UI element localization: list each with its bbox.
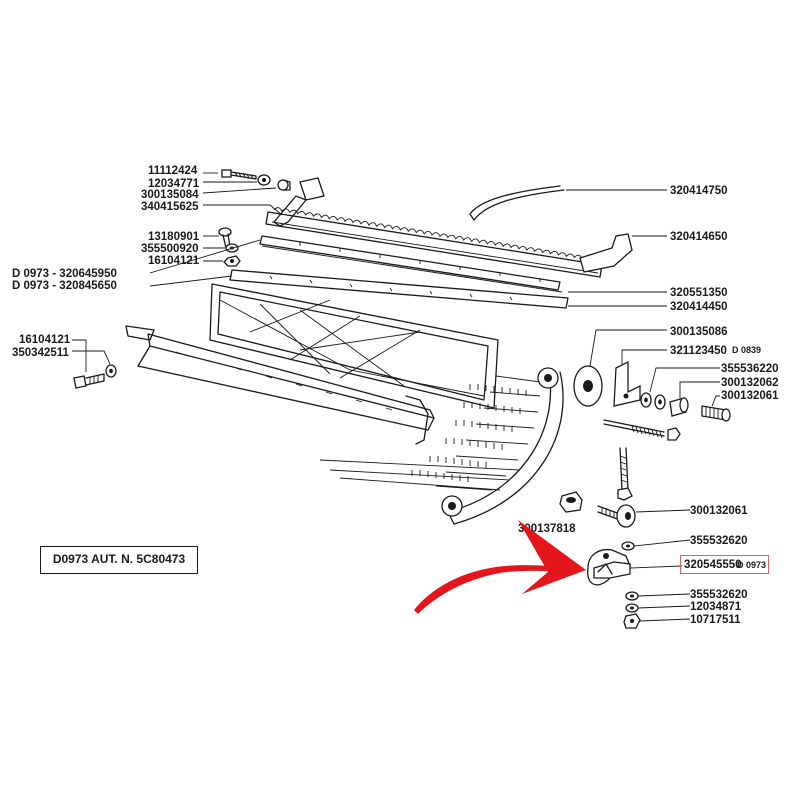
threaded-rod bbox=[603, 419, 681, 441]
bushing-300132062 bbox=[669, 397, 689, 417]
label-320551350: 320551350 bbox=[670, 287, 728, 299]
bar-320551350 bbox=[261, 245, 563, 293]
label-320545550-code: D 0973 bbox=[737, 560, 766, 570]
leader-lines bbox=[72, 172, 720, 622]
nut-16104121-top bbox=[223, 255, 241, 267]
nut-16104121-left bbox=[105, 364, 117, 378]
label-12034871: 12034871 bbox=[690, 601, 742, 613]
washer-355532620-bottom bbox=[625, 591, 639, 601]
label-16104121-top: 16104121 bbox=[148, 255, 200, 267]
bolt-300132061-top bbox=[701, 405, 731, 422]
label-350342511: 350342511 bbox=[12, 347, 70, 359]
disc-300135086 bbox=[573, 365, 603, 407]
label-321123450: 321123450 bbox=[670, 345, 727, 357]
label-320414650: 320414650 bbox=[670, 231, 728, 243]
bolt-11112424 bbox=[221, 169, 257, 180]
label-300132061-bottom: 300132061 bbox=[690, 505, 748, 517]
strip-320645950 bbox=[259, 235, 561, 291]
bracket-320414650 bbox=[579, 233, 633, 273]
concave-screen bbox=[319, 367, 564, 525]
label-320414750: 320414750 bbox=[670, 185, 728, 197]
label-320545550: 320545550 bbox=[684, 559, 742, 571]
side-angle-bar bbox=[125, 325, 435, 445]
label-300135086: 300135086 bbox=[670, 326, 728, 338]
label-320414450: 320414450 bbox=[670, 301, 728, 313]
wire-320414750 bbox=[469, 185, 565, 221]
washer-355532620-top bbox=[621, 541, 635, 551]
label-16104121-left: 16104121 bbox=[19, 334, 71, 346]
red-arrow bbox=[414, 520, 586, 614]
label-300132062: 300132062 bbox=[721, 377, 779, 389]
vertical-rod bbox=[617, 447, 633, 501]
eyebolt-300132061 bbox=[597, 504, 636, 528]
label-321123450-code: D 0839 bbox=[732, 345, 761, 355]
plate-321123450 bbox=[613, 360, 641, 407]
label-300135084: 300135084 bbox=[141, 189, 199, 201]
label-355536220: 355536220 bbox=[721, 363, 779, 375]
bracket-320545550 bbox=[587, 548, 631, 586]
label-355532620-top: 355532620 bbox=[690, 535, 748, 547]
label-10717511: 10717511 bbox=[690, 614, 741, 626]
washer-355536220 bbox=[640, 392, 666, 410]
label-355500920: 355500920 bbox=[141, 243, 199, 255]
label-355532620-bottom: 355532620 bbox=[690, 589, 748, 601]
label-320845650: D 0973 - 320845650 bbox=[12, 280, 117, 292]
aut-number-box: D0973 AUT. N. 5C80473 bbox=[40, 546, 198, 574]
label-340415625: 340415625 bbox=[141, 201, 199, 213]
nut-10717511 bbox=[623, 613, 641, 629]
strip-320845650 bbox=[229, 269, 569, 309]
label-320645950: D 0973 - 320645950 bbox=[12, 268, 117, 280]
bolt-350342511 bbox=[73, 373, 105, 389]
serrated-bar-top bbox=[265, 207, 603, 278]
label-11112424: 11112424 bbox=[148, 165, 198, 177]
highlight-box-320545550 bbox=[680, 555, 769, 574]
label-13180901: 13180901 bbox=[148, 231, 200, 243]
bracket-340415625 bbox=[273, 177, 325, 227]
label-300132061-top: 300132061 bbox=[721, 390, 779, 402]
washer-12034771 bbox=[257, 174, 271, 186]
grate-panel bbox=[209, 283, 499, 409]
label-12034771: 12034771 bbox=[148, 178, 200, 190]
washer-12034871 bbox=[625, 603, 639, 613]
spacer-300135084 bbox=[277, 179, 291, 191]
screw-13180901 bbox=[218, 227, 232, 249]
nut-300137818 bbox=[559, 491, 583, 513]
